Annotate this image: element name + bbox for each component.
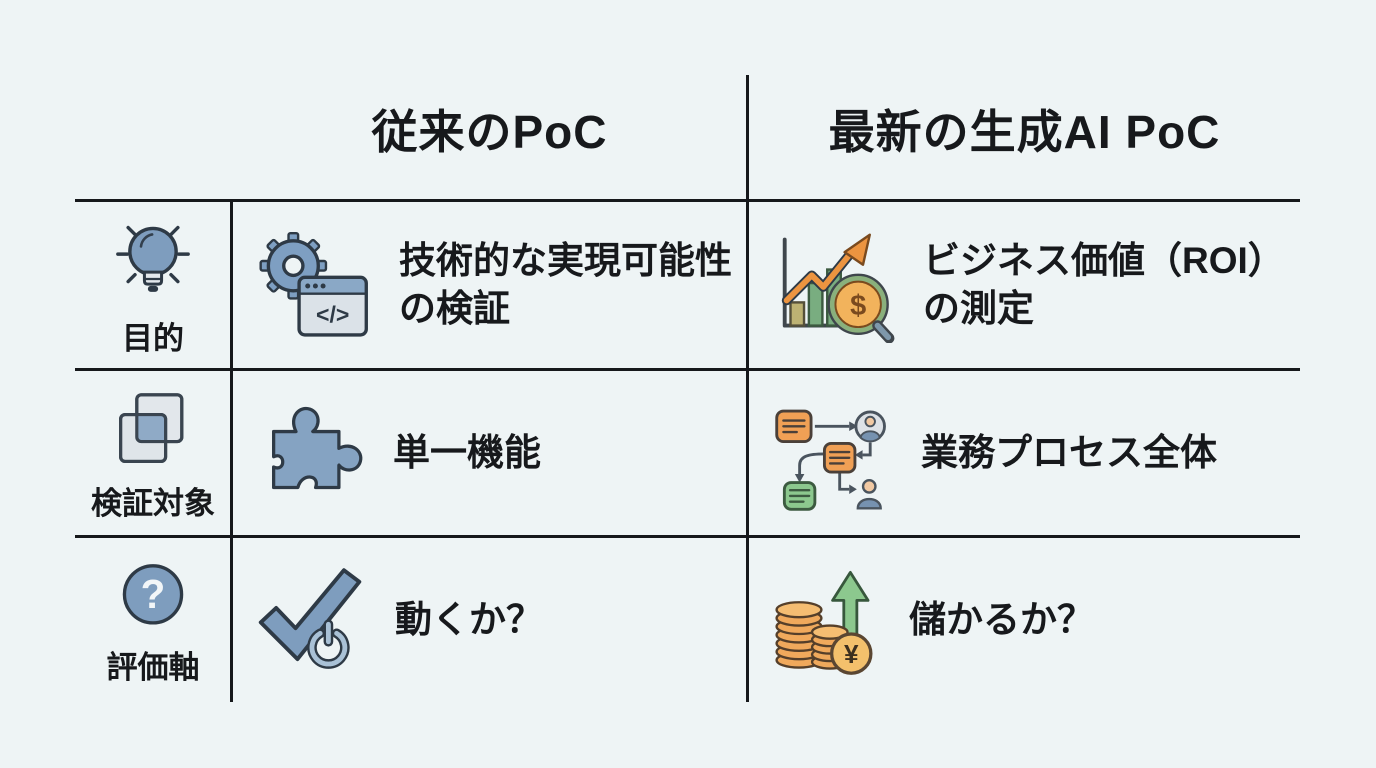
svg-text:?: ? [141,570,166,616]
workflow-process-icon [771,395,895,511]
svg-text:¥: ¥ [844,639,859,669]
row-divider-1 [75,199,1300,202]
overlapping-squares-icon [108,384,198,474]
cell-evaluation-genai: ¥ 儲かるか？ [749,538,1300,702]
center-column-divider [746,75,749,702]
row-purpose-label-cell: 目的 [75,202,231,368]
cell-purpose-genai-text: ビジネス価値（ROI） の測定 [923,239,1285,329]
label-column-divider [230,199,233,702]
cell-evaluation-genai-text: 儲かるか？ [909,598,1094,640]
cell-scope-traditional: 単一機能 [233,371,746,535]
cell-scope-genai: 業務プロセス全体 [749,371,1300,535]
row-purpose-label: 目的 [122,320,184,356]
lightbulb-icon [109,213,197,309]
row-scope-label: 検証対象 [91,485,215,521]
coins-up-arrow-yen-icon: ¥ [771,563,883,677]
question-mark-circle-icon: ? [111,554,195,638]
row-evaluation-label-cell: ? 評価軸 [75,538,231,702]
svg-text:</>: </> [316,301,349,327]
row-evaluation-label: 評価軸 [106,649,200,685]
cell-scope-genai-text: 業務プロセス全体 [921,431,1217,473]
growth-chart-roi-magnifier-icon: $ [771,227,897,343]
gear-code-window-icon: </> [253,227,373,343]
cell-evaluation-traditional-text: 動くか？ [395,598,543,640]
checkmark-power-icon [253,564,369,676]
row-divider-3 [75,535,1300,538]
cell-purpose-genai: $ ビジネス価値（ROI） の測定 [749,202,1300,368]
column-header-genai-poc: 最新の生成AI PoC [828,106,1221,158]
cell-evaluation-traditional: 動くか？ [233,538,746,702]
puzzle-piece-icon [253,398,367,508]
cell-purpose-traditional-text: 技術的な実現可能性 の検証 [399,239,732,329]
row-evaluation: ? 評価軸 動くか？ [75,538,1300,702]
row-scope: 検証対象 単一機能 [75,371,1300,535]
column-header-traditional-poc: 従来のPoC [371,106,608,158]
row-divider-2 [75,368,1300,371]
svg-text:$: $ [850,290,866,322]
row-purpose: 目的 [75,202,1300,368]
row-scope-label-cell: 検証対象 [75,371,231,535]
cell-scope-traditional-text: 単一機能 [393,431,541,473]
cell-purpose-traditional: </> 技術的な実現可能性 の検証 [233,202,746,368]
